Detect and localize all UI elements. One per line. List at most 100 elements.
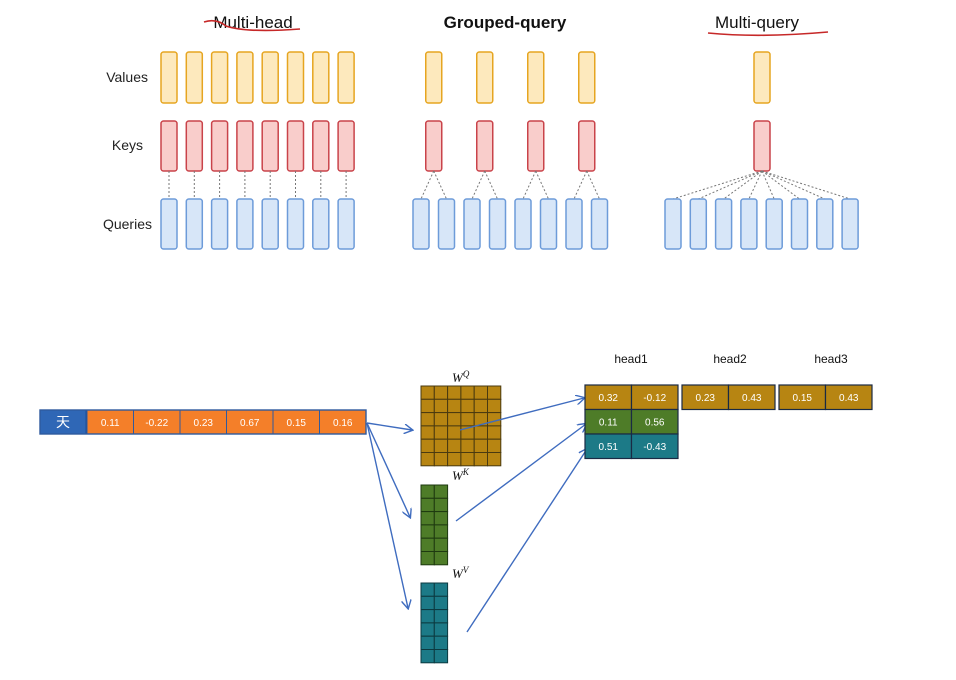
connector-line <box>723 170 763 200</box>
matrix-cell <box>487 385 502 400</box>
matrix-cell <box>420 385 435 400</box>
matrix-cell <box>447 385 462 400</box>
query-bar <box>539 198 558 250</box>
wk-label: WK <box>452 467 470 483</box>
head3-label: head3 <box>814 352 848 366</box>
matrix-cell <box>487 425 502 440</box>
query-bar <box>463 198 481 250</box>
matrix-cell <box>433 438 449 454</box>
matrix-cell <box>460 398 475 414</box>
matrix-cell <box>487 412 502 427</box>
connector-line <box>484 170 498 200</box>
connector-line <box>522 170 537 200</box>
query-bar <box>286 198 305 250</box>
matrix-cell <box>460 452 475 467</box>
matrix-cell <box>433 412 449 427</box>
arrow-to-wk <box>366 422 410 517</box>
query-bar <box>765 198 783 250</box>
matrix-cell <box>433 649 449 664</box>
query-bar <box>714 198 733 250</box>
connector-line <box>672 170 763 200</box>
connector-line <box>420 170 435 200</box>
head-value: 0.11 <box>599 418 618 429</box>
key-bar <box>476 120 494 172</box>
matrix-cell <box>420 635 435 651</box>
connector-line <box>761 170 800 200</box>
wv-label: WV <box>452 565 470 581</box>
query-bar <box>514 198 532 250</box>
head-value: 0.23 <box>696 393 716 404</box>
matrix-cell <box>420 452 435 467</box>
query-bar <box>437 198 456 250</box>
embedding-cell <box>133 409 181 435</box>
connector-line <box>471 170 486 200</box>
key-bar <box>337 120 355 172</box>
matrix-cell <box>473 452 489 467</box>
matrix-cell <box>420 425 435 440</box>
multi-query-title: Multi-query <box>715 13 800 32</box>
multi-query-underline <box>707 31 829 37</box>
value-bar <box>261 51 279 104</box>
key-bar <box>210 120 229 172</box>
values-label: Values <box>106 69 148 85</box>
value-bar <box>337 51 355 104</box>
matrix-cell <box>433 398 449 414</box>
query-bar <box>740 198 758 250</box>
connector-line <box>535 170 549 200</box>
matrix-cell <box>433 511 449 526</box>
matrix-cell <box>487 438 502 454</box>
keys-label: Keys <box>112 137 143 153</box>
multi-head-title: Multi-head <box>213 13 292 32</box>
query-bar <box>185 198 204 250</box>
matrix-cell <box>473 398 489 414</box>
key-bar <box>261 120 279 172</box>
key-bar <box>236 120 254 172</box>
matrix-cell <box>420 398 435 414</box>
multi-head-strike <box>203 19 301 32</box>
query-bar <box>664 198 682 250</box>
query-bar <box>816 198 834 250</box>
matrix-cell <box>433 452 449 467</box>
embedding-cell <box>86 409 134 435</box>
value-bar <box>527 51 545 104</box>
arrow-to-wq <box>366 422 412 430</box>
matrix-cell <box>473 385 489 400</box>
matrix-cell <box>420 609 435 624</box>
arrow-wk-to-k <box>455 424 586 522</box>
head-cell <box>630 433 679 460</box>
wk-matrix <box>420 484 449 566</box>
head-cell <box>630 384 679 411</box>
matrix-cell <box>447 398 462 414</box>
matrix-cell <box>420 649 435 664</box>
matrix-cell <box>420 537 435 553</box>
matrix-cell <box>420 497 435 513</box>
token-char: 天 <box>56 415 70 431</box>
multi-head-diagram <box>160 51 355 250</box>
matrix-cell <box>433 524 449 539</box>
matrix-cell <box>420 438 435 454</box>
wv-matrix <box>420 582 449 664</box>
matrix-cell <box>473 438 489 454</box>
matrix-cell <box>460 412 475 427</box>
value-bar <box>160 51 178 104</box>
connector-line <box>573 170 588 200</box>
value-bar <box>476 51 494 104</box>
matrix-cell <box>433 497 449 513</box>
query-bar <box>210 198 229 250</box>
matrix-cell <box>433 609 449 624</box>
head-cell <box>727 384 776 411</box>
value-bar <box>286 51 305 104</box>
matrix-cell <box>473 425 489 440</box>
value-bar <box>578 51 596 104</box>
key-bar <box>753 120 771 172</box>
value-bar <box>236 51 254 104</box>
grouped-query-title: Grouped-query <box>444 13 567 32</box>
matrix-cell <box>433 385 449 400</box>
matrix-cell <box>433 484 449 499</box>
key-bar <box>527 120 545 172</box>
embedding-value: 0.11 <box>101 418 120 429</box>
head1-label: head1 <box>614 352 648 366</box>
